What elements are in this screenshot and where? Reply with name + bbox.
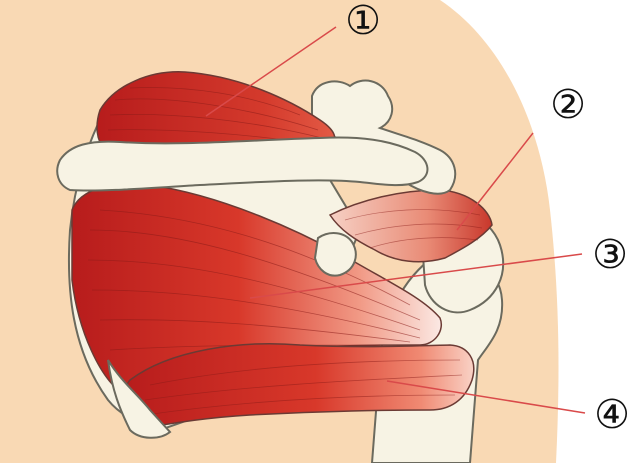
callout-2-label: ② (550, 82, 586, 128)
scapular-spine (57, 138, 427, 191)
glenoid-rim (315, 233, 356, 276)
callout-3-label: ③ (592, 232, 628, 278)
callout-4-label: ④ (594, 392, 630, 438)
callout-1-label: ① (345, 0, 381, 44)
